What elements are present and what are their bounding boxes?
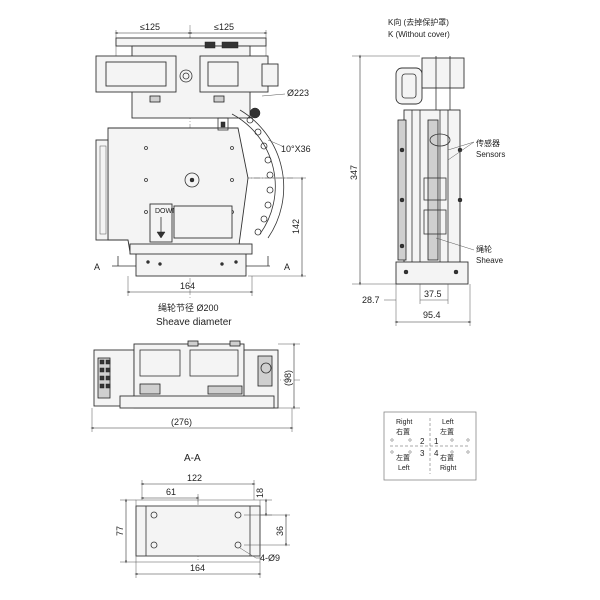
sensors-en: Sensors xyxy=(476,150,505,159)
top-right-en: Left xyxy=(442,419,454,426)
dim-36: 36 xyxy=(275,526,285,536)
dim-left-width: ≤125 xyxy=(140,22,160,32)
nameplate xyxy=(173,205,233,239)
dim-holes: 4-Ø9 xyxy=(260,553,280,563)
bottom-left-cn: 左置 xyxy=(396,453,410,462)
dim-length-276: (276) xyxy=(171,417,192,427)
section-mark-left: A xyxy=(94,262,100,272)
shaft-center xyxy=(184,172,200,188)
dim-164: 164 xyxy=(190,563,205,573)
side-sheave xyxy=(427,119,439,261)
side-brake xyxy=(395,67,423,105)
sheave-cn: 绳轮 xyxy=(476,244,492,254)
sheave-grooves xyxy=(246,116,274,236)
dim-37-5: 37.5 xyxy=(424,289,442,299)
dim-depth-98: (98) xyxy=(283,370,293,386)
down-label: DOWN xyxy=(155,208,177,215)
orient-num-1: 1 xyxy=(434,437,439,446)
mount-hole xyxy=(234,511,242,519)
base-plate xyxy=(135,251,247,277)
dim-grooves: 10°X36 xyxy=(281,144,311,154)
top-view: (98) (276) xyxy=(90,340,300,432)
section-plate xyxy=(135,505,261,557)
pulley-bolt xyxy=(249,107,261,119)
section-title: A-A xyxy=(184,453,201,464)
mount-hole xyxy=(150,541,158,549)
dim-95-4: 95.4 xyxy=(423,310,441,320)
top-left-en: Right xyxy=(396,419,412,426)
dim-height-347: 347 xyxy=(349,165,359,180)
dim-122: 122 xyxy=(187,473,202,483)
sheave-pitch-en: Sheave diameter xyxy=(156,317,232,328)
sheave-en: Sheave xyxy=(476,256,504,265)
orient-num-3: 3 xyxy=(420,449,425,458)
dim-28-7: 28.7 xyxy=(362,295,380,305)
top-right-cn: 左置 xyxy=(440,427,454,436)
bottom-right-en: Right xyxy=(440,465,456,472)
orientation-box: Right 右置 Left 左置 左置 Left 右置 Right 2 1 3 … xyxy=(383,411,477,481)
left-flange xyxy=(95,139,109,241)
top-plate xyxy=(115,37,267,47)
side-title-en: K (Without cover) xyxy=(388,30,450,39)
dim-base-width: 164 xyxy=(180,281,195,291)
mount-hole xyxy=(150,511,158,519)
dim-77: 77 xyxy=(115,526,125,536)
front-view: ≤125 ≤125 xyxy=(94,22,311,328)
sheave-pitch-cn: 绳轮节径 Ø200 xyxy=(158,302,219,313)
mount-hole xyxy=(234,541,242,549)
sheave-outline xyxy=(239,109,285,239)
orientation-pins xyxy=(390,438,470,454)
bottom-right-cn: 右置 xyxy=(440,453,454,462)
side-view: K向 (去掉保护罩) K (Without cover) 347 xyxy=(349,17,505,326)
dim-height-142: 142 xyxy=(291,219,301,234)
side-title-cn: K向 (去掉保护罩) xyxy=(388,17,449,27)
dim-right-width: ≤125 xyxy=(214,22,234,32)
dim-61: 61 xyxy=(166,487,176,497)
top-left-cn: 右置 xyxy=(396,427,410,436)
dim-18: 18 xyxy=(255,488,265,498)
bottom-left-en: Left xyxy=(398,465,410,472)
orient-num-2: 2 xyxy=(420,437,425,446)
section-mark-right: A xyxy=(284,262,290,272)
orient-num-4: 4 xyxy=(434,449,439,458)
side-top-block xyxy=(421,57,465,89)
side-base xyxy=(395,261,469,285)
sensors-cn: 传感器 xyxy=(476,138,500,148)
terminal-block xyxy=(99,359,111,389)
section-a-a: A-A 122 61 18 36 77 xyxy=(115,453,290,578)
dim-sheave-outer: Ø223 xyxy=(287,88,309,98)
